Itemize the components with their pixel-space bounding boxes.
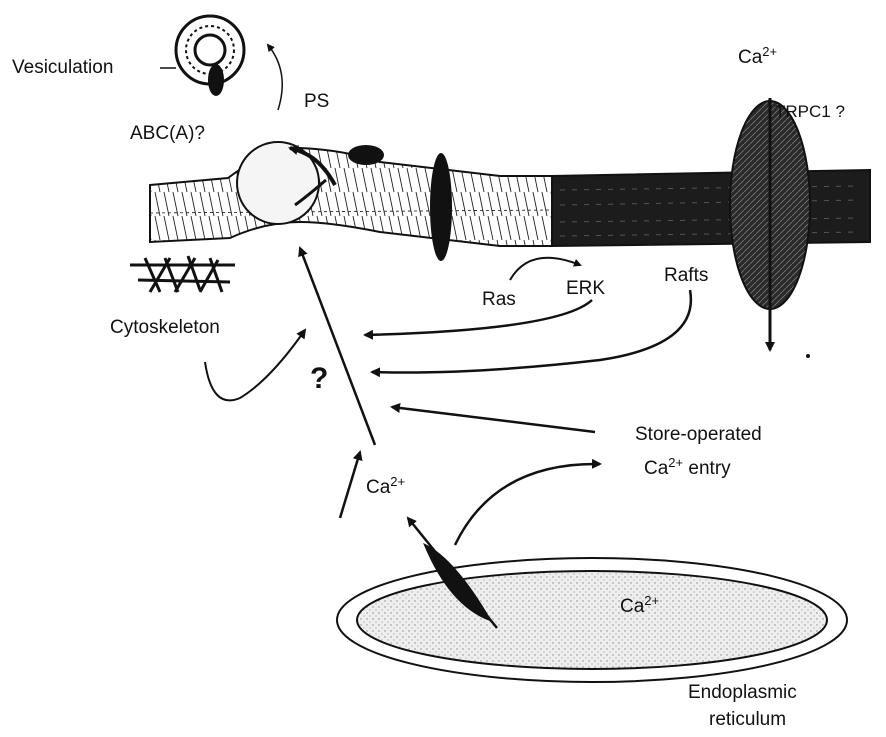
arrow-ras-erk: [510, 258, 580, 280]
label-vesiculation: Vesiculation: [12, 58, 113, 77]
arrow-rafts-to-center: [372, 290, 691, 373]
arrow-er-to-soce: [455, 464, 600, 545]
label-ca-er: Ca2+: [620, 597, 659, 616]
arrow-soce-to-center: [392, 407, 595, 432]
label-ps: PS: [304, 92, 329, 111]
lipid-rafts: [552, 170, 870, 246]
membrane-channel: [430, 153, 452, 261]
trpc1-channel: [730, 98, 810, 350]
membrane-lipid-band: [150, 148, 552, 246]
arrow-cytoskeleton-to-center: [205, 330, 305, 400]
arrow-erk-to-center: [365, 300, 592, 335]
label-cytoskeleton: Cytoskeleton: [110, 318, 220, 337]
label-ras: Ras: [482, 290, 516, 309]
membrane-protein: [348, 145, 384, 165]
label-er-line2: reticulum: [709, 710, 786, 729]
vesicle: [176, 16, 244, 96]
endoplasmic-reticulum: [337, 558, 847, 682]
label-er-line1: Endoplasmic: [688, 683, 797, 702]
plasma-membrane: [150, 148, 552, 246]
label-ca-top: Ca2+: [738, 48, 777, 67]
raft-region: [552, 170, 870, 246]
label-rafts: Rafts: [664, 266, 708, 285]
label-erk: ERK: [566, 279, 605, 298]
arrow-ca-to-ps: [300, 248, 375, 445]
label-ca-mid: Ca2+: [366, 478, 405, 497]
label-abca: ABC(A)?: [130, 124, 205, 143]
label-question-mark: ?: [310, 364, 328, 394]
arrow-ca-up: [340, 452, 360, 518]
vesiculation-arrow: [268, 45, 282, 110]
stray-dot: [806, 354, 810, 358]
vesicle-protein: [208, 64, 224, 96]
label-soce-line2: Ca2+ entry: [644, 459, 731, 478]
cytoskeleton-mesh: [130, 256, 235, 292]
label-trpc1: TRPC1 ?: [775, 103, 845, 120]
label-soce-line1: Store-operated: [635, 425, 762, 444]
